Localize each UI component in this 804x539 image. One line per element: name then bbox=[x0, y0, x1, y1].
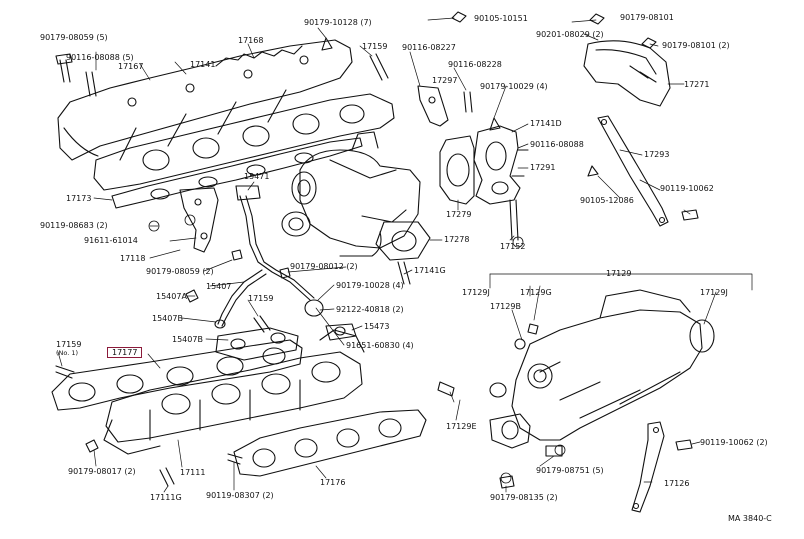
studs-center bbox=[397, 11, 699, 285]
callout-17111: 17111 bbox=[180, 468, 206, 477]
callout-17141: 17141 bbox=[190, 60, 216, 69]
callout-90105-10151: 90105-10151 bbox=[474, 14, 528, 23]
callout-90179-08059-b: 90179-08059 (2) bbox=[146, 267, 214, 276]
callout-15407b: 15407B bbox=[152, 314, 183, 323]
callout-90179-10128: 90179-10128 (7) bbox=[304, 18, 372, 27]
exhaust-manifold-gasket bbox=[111, 137, 363, 209]
callout-17173: 17173 bbox=[66, 194, 92, 203]
turbo-outlet-elbow bbox=[473, 125, 529, 205]
callout-17176: 17176 bbox=[320, 478, 346, 487]
callout-17177-highlighted[interactable]: 17177 bbox=[106, 347, 143, 358]
callout-17129: 17129 bbox=[606, 269, 632, 278]
reference-markers bbox=[148, 214, 566, 484]
callout-90179-08135: 90179-08135 (2) bbox=[490, 493, 558, 502]
callout-90116-08227: 90116-08227 bbox=[402, 43, 456, 52]
callout-17293: 17293 bbox=[644, 150, 670, 159]
callout-17159-left: 17159 bbox=[56, 340, 82, 349]
outlet-gasket bbox=[439, 135, 475, 205]
callout-90119-08307: 90119-08307 (2) bbox=[206, 491, 274, 500]
callout-17111g: 17111G bbox=[150, 493, 182, 502]
callout-15407b-2: 15407B bbox=[172, 335, 203, 344]
plenum-gasket bbox=[489, 413, 531, 449]
callout-91611-61014: 91611-61014 bbox=[84, 236, 138, 245]
callout-90201-08029: 90201-08029 (2) bbox=[536, 30, 604, 39]
callout-15407a: 15407A bbox=[156, 292, 187, 301]
callout-17159-mid: 17159 bbox=[248, 294, 274, 303]
callout-17167: 17167 bbox=[118, 62, 144, 71]
studs-top-left bbox=[55, 37, 389, 97]
callout-90179-08012: 90179-08012 (2) bbox=[290, 262, 358, 271]
callout-17271: 17271 bbox=[684, 80, 710, 89]
callout-90116-08088-b: 90116-08088 bbox=[530, 140, 584, 149]
turbo-heat-insulator bbox=[583, 40, 671, 107]
leader-lines bbox=[57, 17, 753, 493]
callout-17291: 17291 bbox=[530, 163, 556, 172]
small-gaskets bbox=[215, 323, 357, 361]
stay-bracket bbox=[417, 85, 449, 127]
callout-17159-note: (No. 1) bbox=[56, 349, 79, 357]
callout-17118: 17118 bbox=[120, 254, 146, 263]
callout-90119-08683: 90119-08683 (2) bbox=[40, 221, 108, 230]
intake-gasket-17176 bbox=[233, 409, 427, 477]
turbocharger bbox=[281, 131, 421, 257]
callout-17141d: 17141D bbox=[530, 119, 562, 128]
callout-90179-08059: 90179-08059 (5) bbox=[40, 33, 108, 42]
callout-17129j-b: 17129J bbox=[700, 288, 728, 297]
callout-17168: 17168 bbox=[238, 36, 264, 45]
callout-15407: 15407 bbox=[206, 282, 232, 291]
callout-17129e: 17129E bbox=[446, 422, 477, 431]
flange-gasket bbox=[375, 221, 431, 261]
callout-90179-10029: 90179-10029 (4) bbox=[480, 82, 548, 91]
callout-17129g: 17129G bbox=[520, 288, 552, 297]
callout-90105-12086: 90105-12086 bbox=[580, 196, 634, 205]
callout-17278: 17278 bbox=[444, 235, 470, 244]
callout-17141g: 17141G bbox=[414, 266, 446, 275]
callout-17152: 17152 bbox=[500, 242, 526, 251]
callout-90119-10062-b: 90119-10062 (2) bbox=[700, 438, 768, 447]
callout-90179-08017: 90179-08017 (2) bbox=[68, 467, 136, 476]
turbo-stay bbox=[597, 115, 669, 227]
callout-90179-10028: 90179-10028 (4) bbox=[336, 281, 404, 290]
callout-17129b: 17129B bbox=[490, 302, 521, 311]
exhaust-manifold-insulator bbox=[57, 39, 353, 161]
callout-17129j-a: 17129J bbox=[462, 288, 490, 297]
callout-90179-08751: 90179-08751 (5) bbox=[536, 466, 604, 475]
oil-pipes bbox=[214, 185, 324, 329]
callout-15471: 15471 bbox=[244, 172, 270, 181]
callout-90179-08101-a: 90179-08101 bbox=[620, 13, 674, 22]
callout-90116-08228: 90116-08228 bbox=[448, 60, 502, 69]
callout-17126: 17126 bbox=[664, 479, 690, 488]
callout-90179-08101-b: 90179-08101 (2) bbox=[662, 41, 730, 50]
callout-92122-40818: 92122-40818 (2) bbox=[336, 305, 404, 314]
callout-17297: 17297 bbox=[432, 76, 458, 85]
manifold-bracket bbox=[179, 187, 219, 253]
callout-17279: 17279 bbox=[446, 210, 472, 219]
intake-gasket-17177 bbox=[51, 339, 303, 411]
intake-manifold-17111 bbox=[103, 329, 365, 455]
callout-90116-08088: 90116-08088 (5) bbox=[66, 53, 134, 62]
studs-lower bbox=[55, 249, 291, 487]
plenum-small-parts bbox=[437, 323, 693, 489]
plenum-stay-17126 bbox=[631, 421, 665, 513]
diagram-code: MA 3840-C bbox=[728, 514, 772, 523]
exhaust-manifold bbox=[93, 89, 395, 191]
callout-17159-top: 17159 bbox=[362, 42, 388, 51]
callout-90119-10062-a: 90119-10062 bbox=[660, 184, 714, 193]
callout-15473: 15473 bbox=[364, 322, 390, 331]
callout-91651-60830: 91651-60830 (4) bbox=[346, 341, 414, 350]
intake-plenum bbox=[511, 289, 715, 441]
